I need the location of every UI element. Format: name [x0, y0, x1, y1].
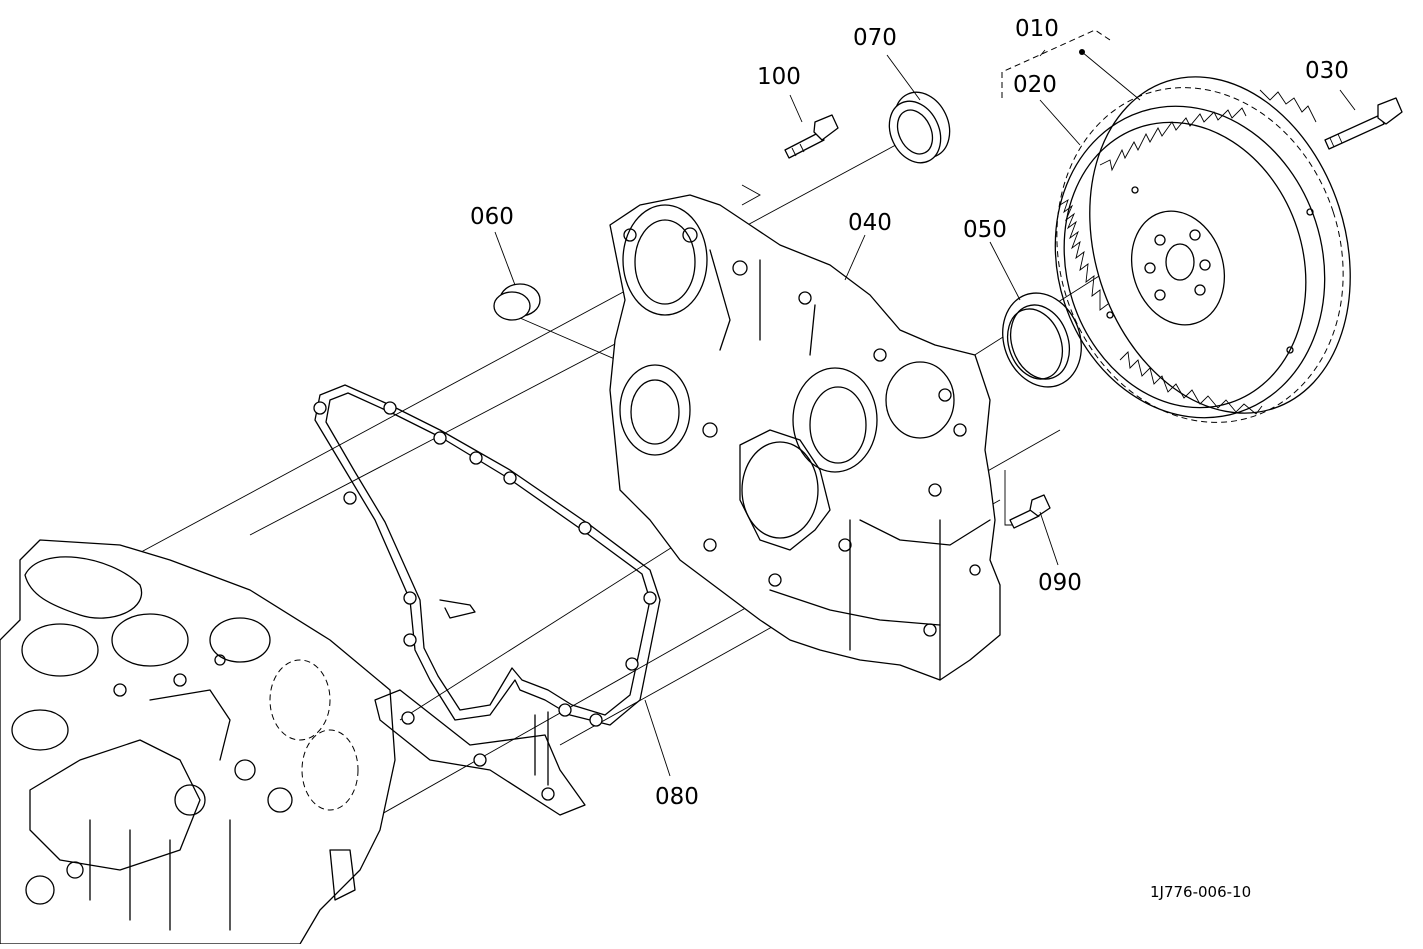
callout-080: 080 [655, 784, 699, 810]
callout-050: 050 [963, 217, 1007, 243]
oil-seal-050 [1002, 292, 1082, 388]
callout-040: 040 [848, 210, 892, 236]
callout-030: 030 [1305, 58, 1349, 84]
bolt-100 [784, 114, 839, 159]
callout-labels: 010 020 030 040 050 060 070 080 090 100 [470, 16, 1349, 810]
oil-seal-070 [888, 91, 951, 164]
flywheel-020 [1054, 76, 1351, 423]
gear-case-040 [609, 194, 1001, 681]
bolt-090 [1009, 494, 1051, 529]
callout-060: 060 [470, 204, 514, 230]
engine-block [0, 539, 396, 945]
diagram-reference-code: 1J776-006-10 [1150, 883, 1251, 901]
bolt-030 [1324, 97, 1403, 150]
plug-060 [493, 283, 541, 321]
callout-070: 070 [853, 25, 897, 51]
callout-020: 020 [1013, 72, 1057, 98]
callout-010: 010 [1015, 16, 1059, 42]
gasket-080 [313, 384, 661, 816]
callout-090: 090 [1038, 570, 1082, 596]
callout-100: 100 [757, 64, 801, 90]
leader-lines [494, 29, 1356, 777]
